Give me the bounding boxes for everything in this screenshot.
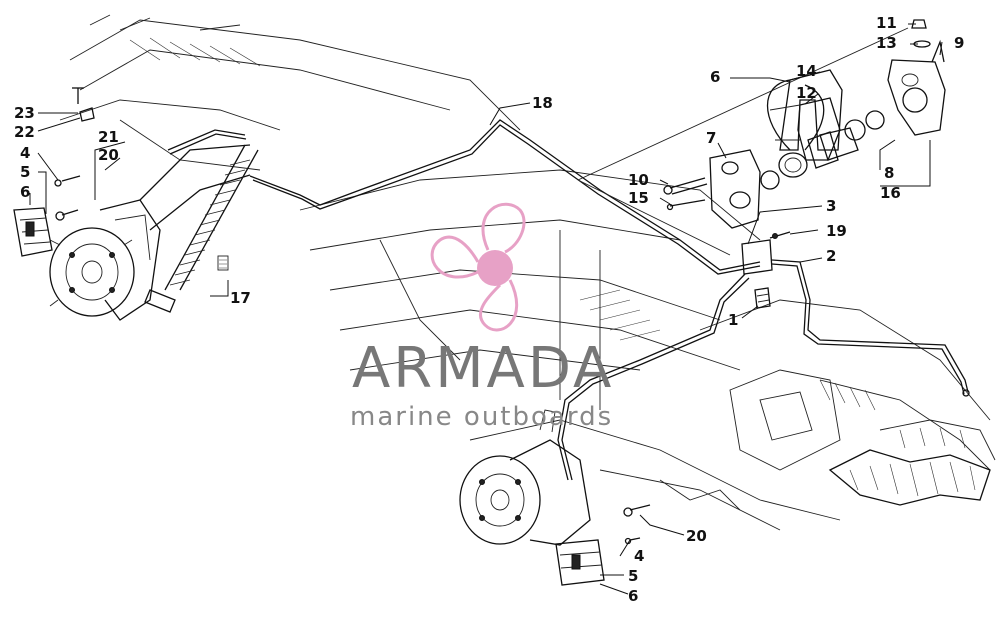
logo-hub [477, 250, 513, 286]
callout-9: 9 [954, 34, 964, 52]
callout-21: 21 [98, 128, 119, 146]
callout-5-lower: 5 [628, 567, 638, 585]
watermark-subtitle: marine outboards [350, 402, 614, 432]
callouts: 23 22 21 20 4 5 6 17 18 6 14 12 11 13 9 … [14, 14, 964, 605]
right-spindle-assembly [459, 409, 651, 586]
vehicle-frame [59, 14, 996, 531]
callout-5: 5 [20, 163, 30, 181]
callout-23: 23 [14, 104, 35, 122]
left-spindle-assembly [13, 87, 259, 321]
logo-blade-top [481, 202, 526, 254]
callout-11: 11 [876, 14, 897, 32]
callout-4: 4 [20, 144, 30, 162]
callout-2: 2 [826, 247, 836, 265]
callout-18: 18 [532, 94, 553, 112]
callout-14: 14 [796, 62, 817, 80]
watermark-logo [430, 202, 526, 332]
brake-line [167, 119, 761, 275]
callout-1: 1 [728, 311, 738, 329]
callout-6: 6 [20, 183, 30, 201]
logo-blade-left [430, 235, 480, 279]
callout-4-lower: 4 [634, 547, 644, 565]
callout-8: 8 [884, 164, 894, 182]
logo-blade-right [478, 279, 519, 332]
callout-7: 7 [706, 129, 716, 147]
callout-10: 10 [628, 171, 649, 189]
callout-16: 16 [880, 184, 901, 202]
callout-22: 22 [14, 123, 35, 141]
leader-lines [29, 23, 943, 595]
callout-6-top: 6 [710, 68, 720, 86]
callout-3: 3 [826, 197, 836, 215]
callout-19: 19 [826, 222, 847, 240]
callout-15: 15 [628, 189, 649, 207]
callout-6-lower: 6 [628, 587, 638, 605]
callout-12: 12 [796, 84, 817, 102]
master-cylinder-group [557, 19, 970, 481]
watermark-title: ARMADA [352, 336, 615, 401]
callout-13: 13 [876, 34, 897, 52]
callout-20-lower: 20 [686, 527, 707, 545]
callout-17: 17 [230, 289, 251, 307]
callout-20: 20 [98, 146, 119, 164]
